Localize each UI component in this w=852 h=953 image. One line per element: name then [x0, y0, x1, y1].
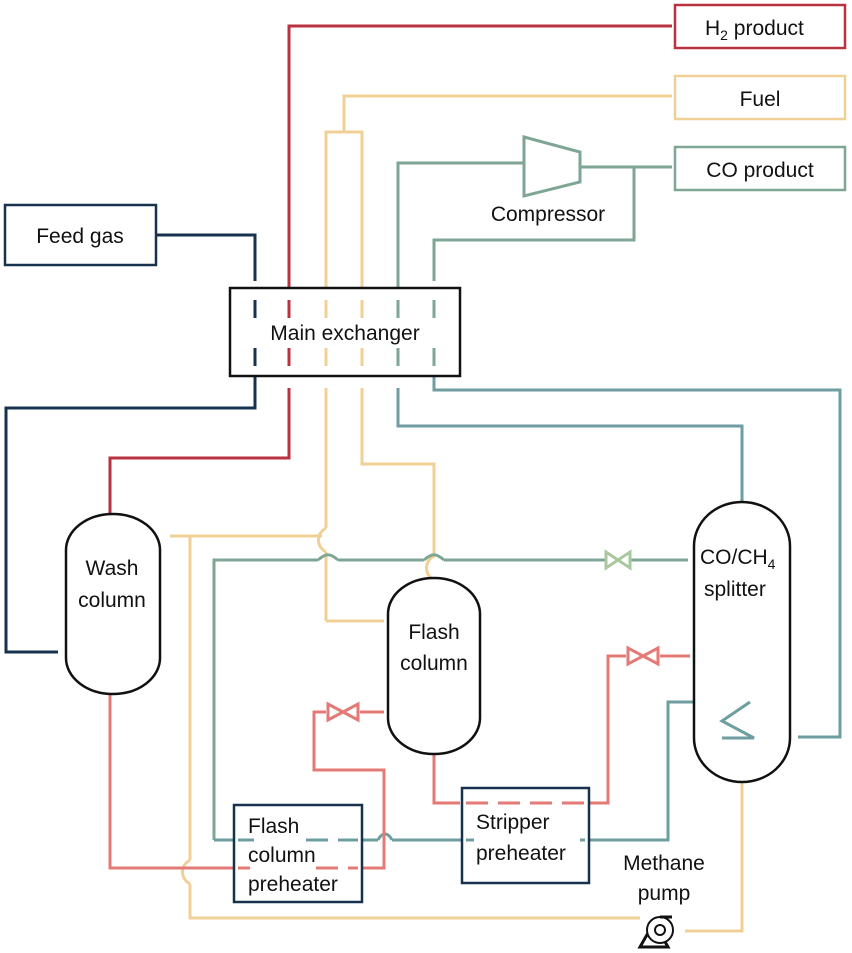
co-product-box: CO product: [673, 145, 847, 192]
svg-text:pump: pump: [638, 882, 691, 905]
svg-text:preheater: preheater: [248, 873, 338, 896]
svg-text:Compressor: Compressor: [491, 203, 605, 226]
svg-text:Wash: Wash: [86, 557, 139, 580]
co-product-stream: [212, 161, 688, 840]
compressor: Compressor: [491, 135, 605, 226]
svg-text:splitter: splitter: [704, 578, 766, 601]
co-ch4-splitter: CO/CH4 splitter: [692, 500, 792, 784]
svg-text:Fuel: Fuel: [740, 88, 781, 111]
svg-text:Feed gas: Feed gas: [36, 225, 124, 248]
valve-pink-splitter: [626, 645, 660, 667]
svg-text:column: column: [248, 844, 316, 867]
feed-gas-stream: [4, 233, 257, 654]
svg-text:Methane: Methane: [623, 852, 705, 875]
svg-text:column: column: [400, 652, 468, 675]
svg-text:H2 product: H2 product: [705, 17, 804, 43]
svg-text:CO/CH4: CO/CH4: [700, 546, 776, 572]
valve-green: [604, 549, 632, 571]
h2-product-stream: [108, 24, 672, 515]
flash-column-preheater: Flash column preheater: [232, 803, 364, 904]
svg-text:Flash: Flash: [408, 621, 459, 644]
svg-text:Flash: Flash: [248, 815, 299, 838]
svg-text:Stripper: Stripper: [476, 811, 550, 834]
svg-text:column: column: [78, 589, 146, 612]
fuel-box: Fuel: [673, 74, 847, 121]
valve-pink-flash: [326, 701, 360, 723]
svg-text:preheater: preheater: [476, 842, 566, 865]
svg-text:Main exchanger: Main exchanger: [270, 322, 419, 345]
main-exchanger: Main exchanger: [228, 286, 462, 378]
liquid-streams: [108, 654, 690, 870]
methane-pump: Methane pump: [623, 852, 705, 949]
wash-column: Wash column: [64, 512, 162, 696]
flash-column: Flash column: [386, 576, 482, 756]
h2-product-box: H2 product: [673, 3, 847, 50]
stripper-preheater: Stripper preheater: [460, 786, 591, 885]
feed-gas-box: Feed gas: [3, 203, 158, 267]
svg-text:CO product: CO product: [706, 159, 814, 182]
